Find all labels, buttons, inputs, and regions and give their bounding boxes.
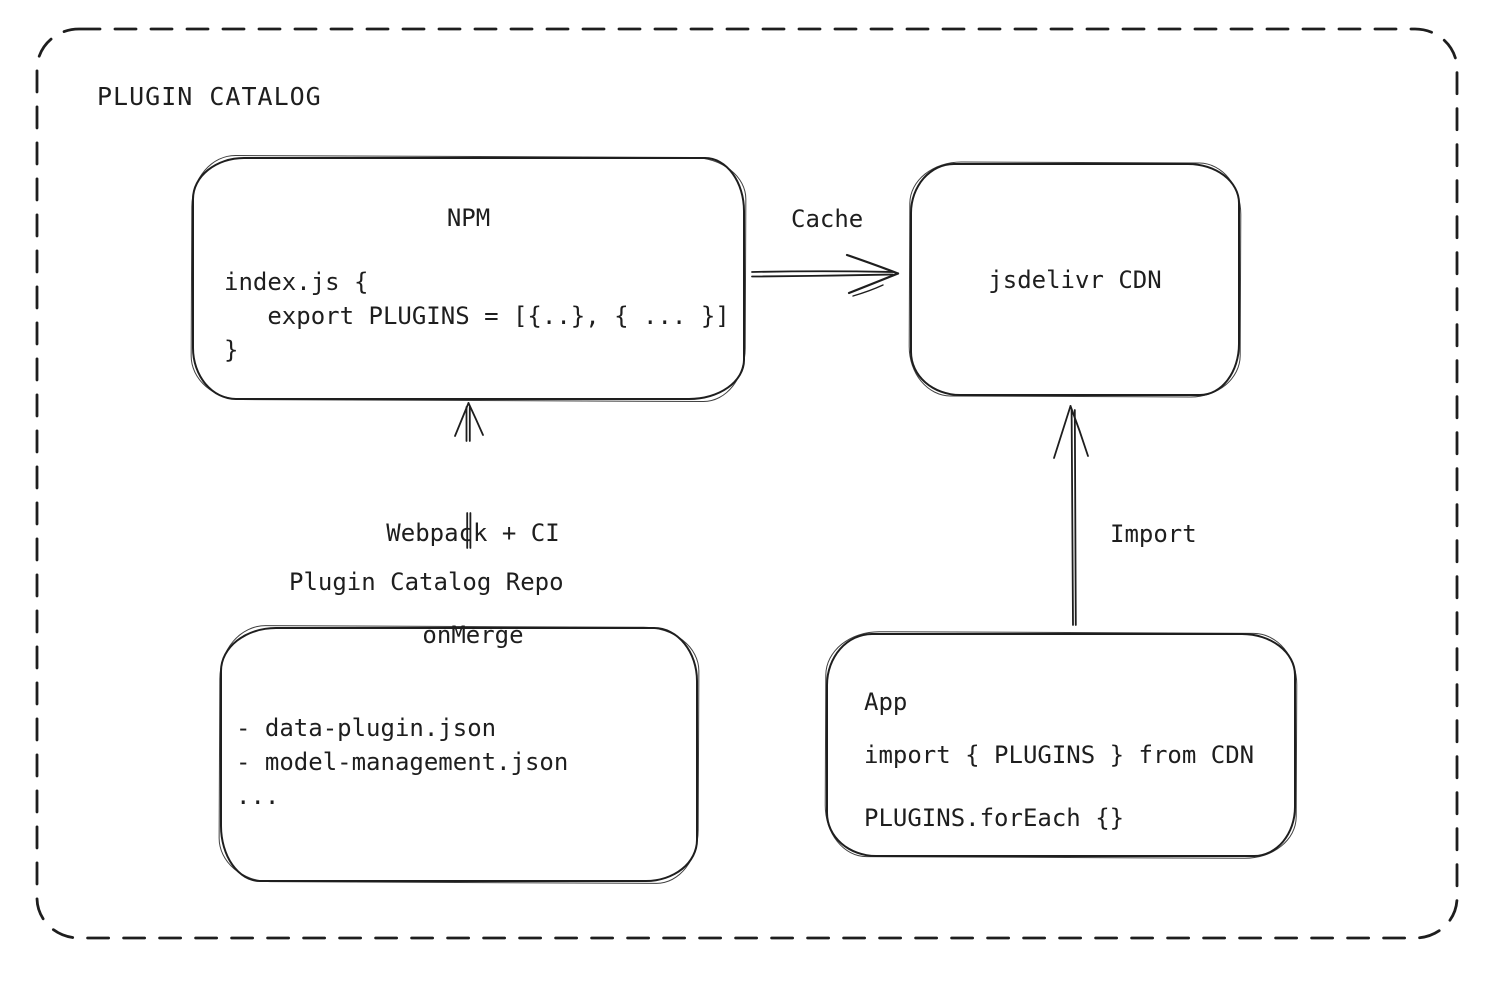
cdn-node-label: jsdelivr CDN [988, 265, 1162, 294]
repo-node: - data-plugin.json - model-management.js… [220, 627, 698, 882]
app-node: App import { PLUGINS } from CDN PLUGINS.… [826, 633, 1296, 857]
npm-node: NPM index.js { export PLUGINS = [{..}, {… [192, 157, 745, 400]
repo-file-item: - model-management.json [236, 748, 569, 776]
app-node-title: App [864, 688, 908, 716]
import-arrow [1053, 405, 1089, 626]
app-code-line: import { PLUGINS } from CDN [864, 741, 1255, 769]
build-edge-label-line2: onMerge [422, 621, 524, 649]
npm-code-block: index.js { export PLUGINS = [{..}, { ...… [194, 265, 743, 367]
cache-edge-label: Cache [791, 205, 864, 233]
npm-code-line: export PLUGINS = [{..}, { ... }] [224, 302, 730, 330]
npm-node-title: NPM [446, 204, 491, 232]
npm-code-line: index.js { [224, 268, 369, 296]
cache-arrow [751, 253, 900, 297]
app-code-line: PLUGINS.forEach {} [864, 804, 1125, 832]
build-edge-label: Webpack + CI onMerge [380, 448, 566, 720]
repo-file-item: ... [236, 782, 280, 810]
diagram-title: PLUGIN CATALOG [97, 82, 322, 111]
npm-code-line: } [224, 336, 239, 364]
build-edge-label-line1: Webpack + CI [386, 519, 560, 547]
repo-file-list: - data-plugin.json - model-management.js… [222, 629, 696, 813]
repo-node-title: Plugin Catalog Repo [289, 568, 564, 596]
build-arrow [454, 402, 484, 549]
catalog-boundary-border [35, 27, 1459, 940]
import-edge-label: Import [1110, 520, 1197, 548]
cdn-node: jsdelivr CDN [910, 163, 1240, 396]
repo-file-item: - data-plugin.json [236, 714, 497, 742]
